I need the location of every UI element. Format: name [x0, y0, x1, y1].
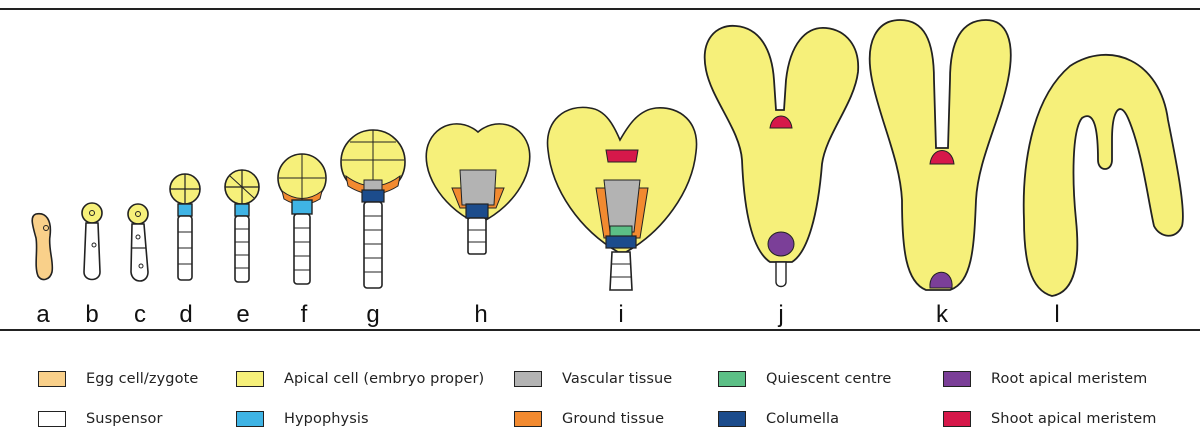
- legend-label: Quiescent centre: [766, 371, 891, 387]
- quiescent-centre-swatch: [718, 371, 746, 387]
- stage-label-g: g: [366, 301, 379, 328]
- root-apical-meristem-swatch: [943, 371, 971, 387]
- legend-label: Suspensor: [86, 411, 163, 427]
- stage-c-embryo: [128, 204, 148, 281]
- stage-f-embryo: [278, 154, 326, 284]
- stage-a-embryo: [32, 214, 52, 280]
- stage-label-l: l: [1054, 301, 1059, 328]
- legend-label: Hypophysis: [284, 411, 369, 427]
- legend-item-egg-cell: Egg cell/zygote: [38, 368, 198, 390]
- stage-label-f: f: [301, 301, 308, 328]
- shoot-apical-meristem-swatch: [943, 411, 971, 427]
- legend-label: Apical cell (embryo proper): [284, 371, 484, 387]
- stage-label-e: e: [236, 301, 249, 328]
- legend-label: Ground tissue: [562, 411, 664, 427]
- legend-item-root-apical-meristem: Root apical meristem: [943, 368, 1147, 390]
- legend-label: Root apical meristem: [991, 371, 1147, 387]
- stage-g-embryo: [341, 130, 405, 288]
- stage-label-d: d: [179, 301, 192, 328]
- legend-item-apical-cell: Apical cell (embryo proper): [236, 368, 484, 390]
- vascular-tissue-swatch: [514, 371, 542, 387]
- legend-item-shoot-apical-meristem: Shoot apical meristem: [943, 408, 1156, 430]
- stage-h-embryo: [426, 124, 530, 254]
- legend-label: Egg cell/zygote: [86, 371, 198, 387]
- stage-l-embryo: [1024, 55, 1183, 296]
- legend-item-quiescent-centre: Quiescent centre: [718, 368, 891, 390]
- legend-label: Vascular tissue: [562, 371, 672, 387]
- suspensor-swatch: [38, 411, 66, 427]
- legend-item-suspensor: Suspensor: [38, 408, 163, 430]
- ground-tissue-swatch: [514, 411, 542, 427]
- egg-cell-swatch: [38, 371, 66, 387]
- legend-item-columella: Columella: [718, 408, 839, 430]
- stage-label-i: i: [618, 301, 623, 328]
- embryo-development-diagram: a b c d e f g h i j k l: [0, 0, 1200, 360]
- legend-item-vascular-tissue: Vascular tissue: [514, 368, 672, 390]
- stage-k-embryo: [870, 20, 1011, 290]
- hypophysis-swatch: [236, 411, 264, 427]
- legend-item-ground-tissue: Ground tissue: [514, 408, 664, 430]
- stage-label-b: b: [85, 301, 98, 328]
- legend-label: Shoot apical meristem: [991, 411, 1156, 427]
- legend-label: Columella: [766, 411, 839, 427]
- apical-cell-swatch: [236, 371, 264, 387]
- stage-label-k: k: [936, 301, 949, 328]
- stage-label-a: a: [36, 301, 50, 328]
- legend-item-hypophysis: Hypophysis: [236, 408, 369, 430]
- legend: Egg cell/zygote Apical cell (embryo prop…: [0, 360, 1200, 428]
- stage-label-h: h: [474, 301, 487, 328]
- stage-b-embryo: [82, 203, 102, 280]
- stage-d-embryo: [170, 174, 200, 280]
- stage-label-j: j: [777, 301, 783, 328]
- stage-j-embryo: [705, 26, 858, 287]
- stage-e-embryo: [225, 170, 259, 282]
- stage-label-c: c: [134, 301, 146, 328]
- columella-swatch: [718, 411, 746, 427]
- stage-i-embryo: [548, 107, 697, 290]
